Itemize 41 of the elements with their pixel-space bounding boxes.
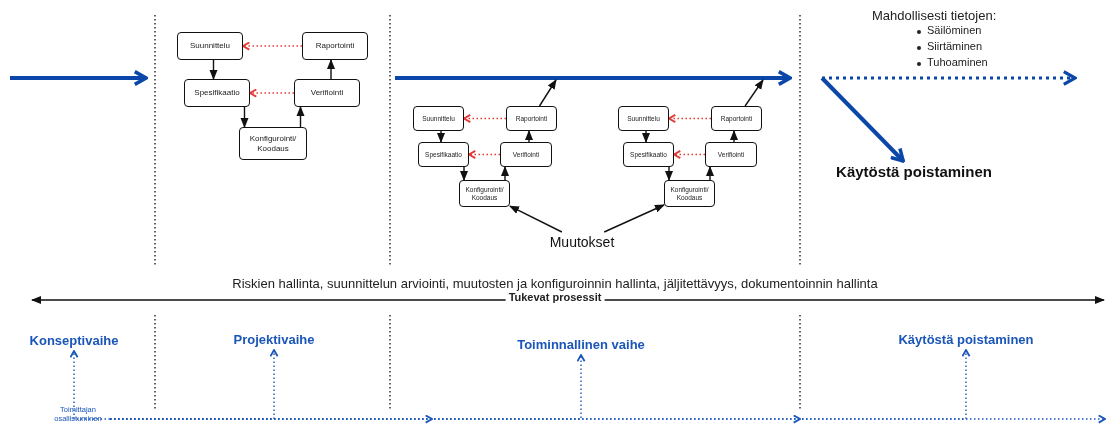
arrow [673,150,706,159]
process-box: Raportointi [302,32,368,60]
arrow [109,415,1106,424]
arrow [209,59,218,80]
stage-title: Käytöstä poistaminen [832,161,996,183]
note-heading: Mahdollisesti tietojen: [872,8,997,23]
arrow [296,106,305,128]
arrow [665,166,673,181]
arrow [603,204,665,233]
arrow [460,166,468,181]
arrow [463,114,507,123]
phase-label: Konseptivaihe [22,332,126,350]
process-box: Konfigurointi/ Koodaus [239,127,307,160]
process-box: Spesifikaatio [184,79,250,107]
arrow [242,41,303,51]
arrow [437,130,445,143]
arrow [730,130,738,143]
phase-label: Projektivaihe [226,331,322,349]
list-item: Siirtäminen [927,40,983,52]
arrow [525,130,533,143]
arrow [468,150,501,159]
arrow [240,106,249,128]
arrow [249,88,295,98]
arrow [668,114,712,123]
arrow [327,59,335,80]
arrow [642,130,650,143]
arrow [744,79,764,107]
arrow [820,76,905,163]
arrow [69,350,111,420]
arrow [509,205,563,233]
list-item: Säilöminen [927,24,982,36]
process-box: Verifiointi [294,79,360,107]
process-box: Suunnittelu [177,32,243,60]
changes-label: Muutokset [546,232,618,252]
phase-label: Toiminnallinen vaihe [508,336,654,354]
section-label: Tukevat prosessit [505,291,605,303]
arrow [538,79,557,107]
arrow [706,166,714,181]
arrow [501,166,509,181]
phase-label: Käytöstä poistaminen [890,331,1042,349]
list-item: Tuhoaminen [927,56,988,68]
